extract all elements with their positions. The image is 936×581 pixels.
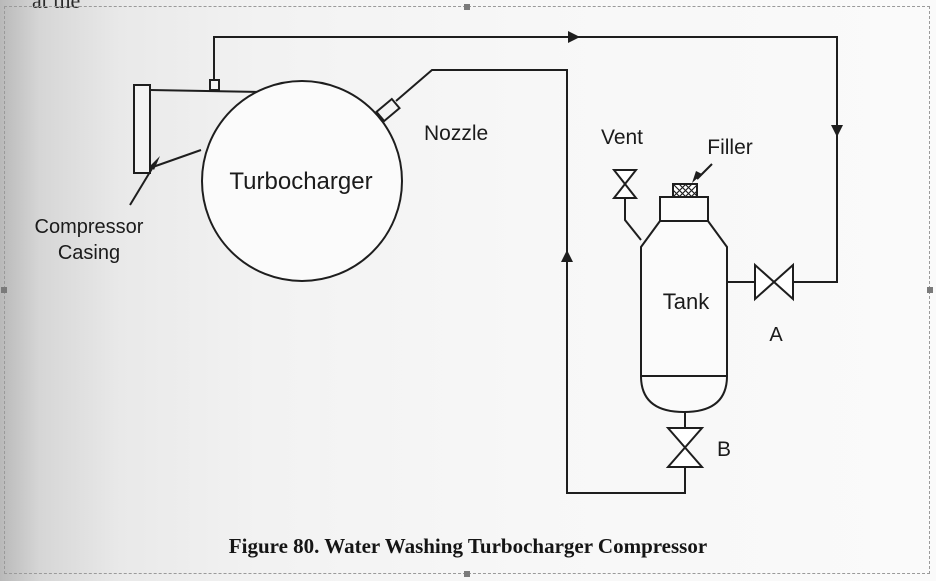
- tank-label: Tank: [663, 289, 710, 314]
- valve-b-label: B: [717, 438, 731, 461]
- casing-arrowhead: [150, 156, 160, 170]
- frame-handle-right[interactable]: [927, 287, 933, 293]
- compressor-casing-label-line1: Compressor: [35, 216, 144, 238]
- vent-valve-icon: [611, 169, 639, 199]
- turbocharger-label: Turbocharger: [229, 168, 372, 195]
- valve-b-icon: [665, 427, 705, 468]
- filler-plug-mesh: [672, 183, 698, 198]
- casing-duct: [149, 89, 263, 93]
- valve-a-icon: [754, 262, 794, 302]
- valve-a-label: A: [769, 324, 783, 346]
- vent-label: Vent: [601, 126, 643, 149]
- casing-duct-lower: [149, 149, 202, 169]
- flow-arrow-supply: [561, 250, 573, 262]
- compressor-casing-label-line2: Casing: [58, 242, 120, 264]
- supply-pipe: [395, 69, 686, 494]
- figure-caption: Figure 80. Water Washing Turbocharger Co…: [228, 534, 708, 558]
- turbocharger-body: [201, 80, 403, 282]
- casing-pointer-line: [129, 161, 157, 206]
- filler-pointer-line: [696, 163, 713, 180]
- casing-flange: [133, 84, 151, 174]
- nozzle-label: Nozzle: [424, 122, 488, 145]
- flow-arrow-top: [568, 31, 580, 43]
- frame-handle-left[interactable]: [1, 287, 7, 293]
- tank-shell: [640, 220, 728, 414]
- frame-handle-bottom[interactable]: [464, 571, 470, 577]
- selection-frame: [4, 6, 930, 574]
- vent-line: [624, 197, 642, 241]
- nozzle-body: [375, 97, 401, 123]
- return-pipe: [213, 36, 838, 283]
- flow-arrow-right: [831, 125, 843, 137]
- frame-handle-top[interactable]: [464, 4, 470, 10]
- filler-arrowhead: [692, 171, 702, 183]
- filler-label: Filler: [707, 136, 753, 159]
